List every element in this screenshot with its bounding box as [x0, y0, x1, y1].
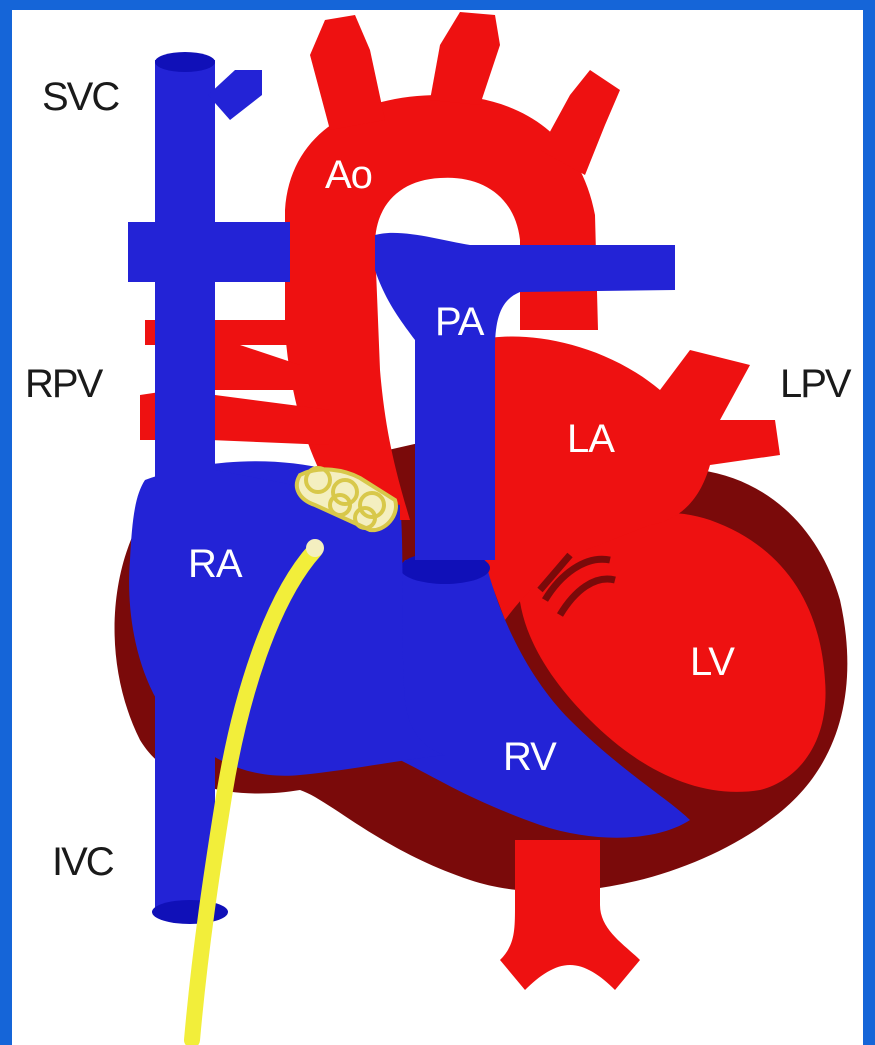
vena-cava	[155, 60, 215, 910]
label-ao: Ao	[325, 153, 372, 197]
label-ra: RA	[188, 542, 243, 586]
catheter-tip	[306, 539, 324, 557]
label-lv: LV	[690, 640, 735, 684]
label-svc: SVC	[42, 75, 119, 119]
label-pa: PA	[435, 300, 485, 344]
ivc-opening	[152, 900, 228, 924]
label-lpv: LPV	[780, 362, 852, 406]
label-rpv: RPV	[25, 362, 104, 406]
right-pulmonary-artery	[128, 222, 290, 282]
label-ivc: IVC	[52, 840, 114, 884]
label-rv: RV	[503, 735, 557, 779]
svc-opening	[155, 52, 215, 72]
label-la: LA	[567, 417, 615, 461]
